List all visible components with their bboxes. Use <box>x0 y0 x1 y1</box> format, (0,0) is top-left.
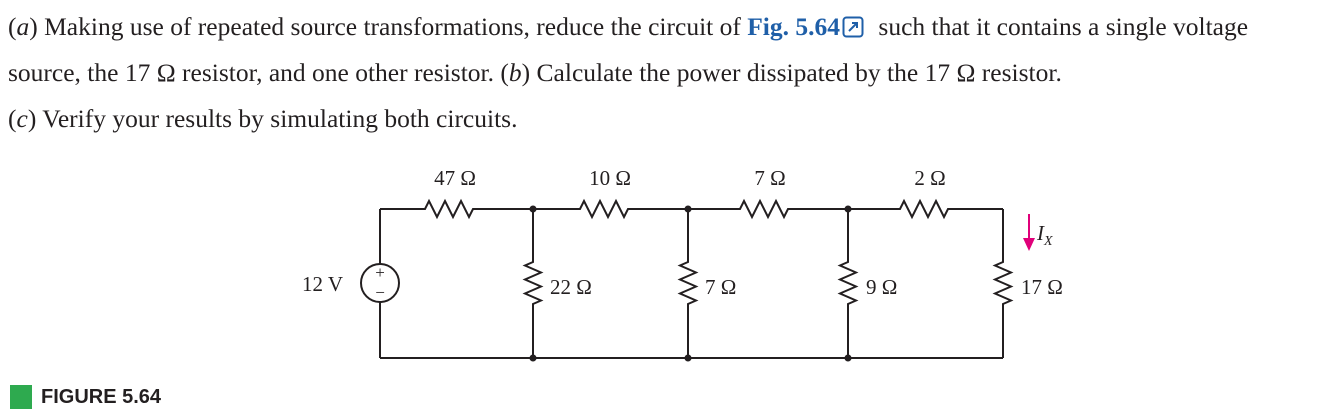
node-dot <box>529 205 537 213</box>
resistor-label-2: 2 Ω <box>914 166 945 190</box>
node-dot <box>529 354 537 362</box>
resistor-label-22: 22 Ω <box>550 275 592 299</box>
problem-statement: (a) Making use of repeated source transf… <box>8 12 1249 133</box>
resistor-label-47: 47 Ω <box>434 166 476 190</box>
resistor-label-10: 10 Ω <box>589 166 631 190</box>
node-dot <box>684 354 692 362</box>
part-a-label: a <box>16 12 30 41</box>
source-label: 12 V <box>302 272 343 296</box>
voltage-source <box>360 263 400 303</box>
part-c-text: Verify your results by simulating both c… <box>36 104 518 133</box>
source-plus-sign: + <box>375 263 385 282</box>
resistor-label-7-series: 7 Ω <box>754 166 785 190</box>
figure-accent-swatch <box>10 385 32 409</box>
part-c-label: c <box>16 104 28 133</box>
source-minus-sign: − <box>375 283 385 302</box>
external-link-icon[interactable] <box>842 16 864 38</box>
part-b-text: Calculate the power dissipated by the 17… <box>530 58 1062 87</box>
part-a-text-1: Making use of repeated source transforma… <box>37 12 748 41</box>
current-symbol: I <box>1036 221 1045 245</box>
resistor-label-7-shunt: 7 Ω <box>705 275 736 299</box>
current-arrow <box>1023 214 1035 251</box>
part-b-label: b <box>508 58 522 87</box>
resistor-label-17: 17 Ω <box>1021 275 1063 299</box>
node-dot <box>844 354 852 362</box>
current-subscript: X <box>1043 234 1053 249</box>
current-label: IX <box>1036 221 1053 249</box>
node-dot <box>844 205 852 213</box>
node-dot <box>684 205 692 213</box>
figure-link[interactable]: Fig. 5.64 <box>747 12 841 41</box>
resistor-label-9: 9 Ω <box>866 275 897 299</box>
circuit-nodes <box>529 205 852 362</box>
part-a-text-2: such that it contains a single voltage s… <box>8 12 1249 87</box>
circuit-wires <box>379 198 1014 359</box>
figure-label: FIGURE 5.64 <box>10 385 161 409</box>
figure-caption: FIGURE 5.64 <box>41 385 162 408</box>
